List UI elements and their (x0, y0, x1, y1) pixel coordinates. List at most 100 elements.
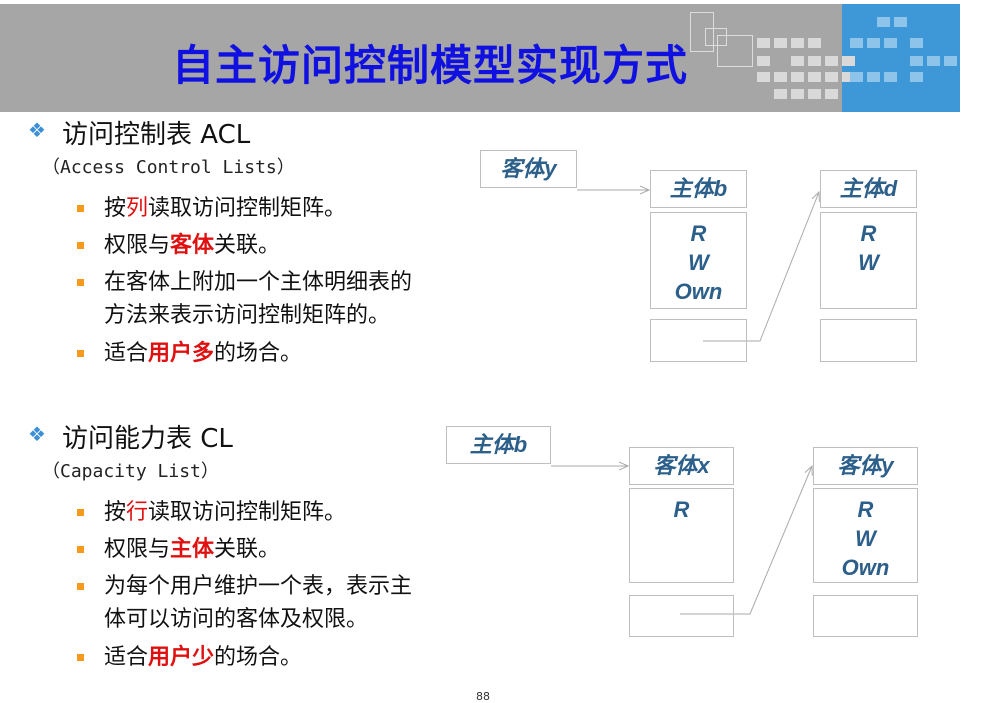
node-pointer-box (813, 595, 918, 637)
bullet-icon (77, 205, 84, 212)
deco-square (842, 72, 855, 82)
bullet-icon (77, 350, 84, 357)
right-label: W (855, 526, 876, 551)
right-label: W (858, 250, 879, 275)
deco-square (774, 72, 787, 82)
text-segment: 的场合。 (214, 341, 303, 366)
right-label: R (860, 221, 877, 246)
bullet-icon (77, 583, 84, 590)
right-label: Own (841, 555, 890, 580)
node-header-box: 客体y (813, 447, 918, 485)
node-header-box: 客体x (629, 447, 734, 485)
deco-square (867, 72, 880, 82)
deco-square (927, 56, 940, 66)
deco-square (791, 56, 804, 66)
diamond-bullet-icon: ❖ (28, 118, 46, 142)
deco-square (884, 72, 897, 82)
text-segment: 用户多 (148, 341, 215, 366)
section-heading: 访问控制表 ACL (62, 120, 251, 150)
bullet-icon (77, 242, 84, 249)
deco-square (757, 56, 770, 66)
section-subheading: （Capacity List） (42, 461, 219, 482)
right-label: R (857, 497, 874, 522)
text-segment: 按 (104, 500, 127, 525)
deco-square (894, 17, 907, 27)
deco-square (825, 89, 838, 99)
bullet-text: 权限与客体关联。 (104, 229, 280, 262)
deco-square (791, 89, 804, 99)
bullet-text: 为每个用户维护一个表，表示主 (104, 570, 412, 603)
deco-square (825, 56, 838, 66)
bullet-text: 权限与主体关联。 (104, 533, 280, 566)
deco-square (910, 56, 923, 66)
text-segment: 的场合。 (214, 645, 303, 670)
text-segment: 适合 (104, 341, 149, 366)
bullet-text: 按列读取访问控制矩阵。 (104, 192, 346, 225)
diamond-bullet-icon: ❖ (28, 422, 46, 446)
bullet-icon (77, 509, 84, 516)
deco-square (867, 38, 880, 48)
bullet-text: 体可以访问的客体及权限。 (104, 603, 368, 636)
arrow (680, 466, 812, 615)
bullet-text: 方法来表示访问控制矩阵的。 (104, 299, 390, 332)
page-title: 自主访问控制模型实现方式 (171, 41, 688, 90)
title-banner (0, 4, 842, 112)
text-segment: 主体 (170, 537, 215, 562)
deco-square (842, 56, 855, 66)
bullet-icon (77, 279, 84, 286)
right-label: R (673, 497, 690, 522)
text-segment: 权限与 (104, 233, 171, 258)
deco-square (884, 38, 897, 48)
bullet-icon (77, 654, 84, 661)
text-segment: 在客体上附加一个主体明细表的 (104, 270, 413, 295)
bullet-text: 在客体上附加一个主体明细表的 (104, 266, 412, 299)
text-segment: 为每个用户维护一个表，表示主 (104, 574, 413, 599)
bullet-icon (77, 546, 84, 553)
deco-square (774, 89, 787, 99)
deco-square (791, 38, 804, 48)
node-pointer-box (629, 595, 734, 637)
text-segment: 适合 (104, 645, 149, 670)
right-label: W (688, 250, 709, 275)
deco-outline (690, 12, 714, 52)
bullet-text: 按行读取访问控制矩阵。 (104, 496, 346, 529)
text-segment: 体可以访问的客体及权限。 (104, 607, 369, 632)
deco-square (944, 56, 957, 66)
bullet-text: 适合用户多的场合。 (104, 337, 302, 370)
text-segment: 行 (126, 500, 149, 525)
page-number: 88 (476, 690, 490, 703)
text-segment: 按 (104, 196, 127, 221)
section-heading: 访问能力表 CL (62, 424, 233, 454)
text-segment: 读取访问控制矩阵。 (148, 500, 347, 525)
node-header-box: 主体d (820, 170, 917, 208)
text-segment: 用户少 (148, 645, 215, 670)
deco-square (774, 38, 787, 48)
bullet-text: 适合用户少的场合。 (104, 641, 302, 674)
deco-square (850, 72, 863, 82)
deco-square (825, 72, 838, 82)
text-segment: 列 (126, 196, 149, 221)
deco-square (808, 89, 821, 99)
diagram-root-box: 客体y (480, 150, 577, 188)
deco-square (791, 72, 804, 82)
deco-square (757, 38, 770, 48)
text-segment: 方法来表示访问控制矩阵的。 (104, 303, 391, 328)
deco-square (757, 72, 770, 82)
arrow (703, 192, 819, 342)
diagram-root-box: 主体b (446, 426, 551, 464)
node-rights-box: R (629, 488, 734, 583)
text-segment: 权限与 (104, 537, 171, 562)
node-pointer-box (820, 319, 917, 362)
right-label: Own (674, 279, 723, 304)
deco-square (808, 72, 821, 82)
node-header-box: 主体b (650, 170, 747, 208)
text-segment: 关联。 (214, 537, 281, 562)
text-segment: 关联。 (214, 233, 281, 258)
deco-square (910, 72, 923, 82)
text-segment: 读取访问控制矩阵。 (148, 196, 347, 221)
right-label: R (690, 221, 707, 246)
deco-square (877, 17, 890, 27)
